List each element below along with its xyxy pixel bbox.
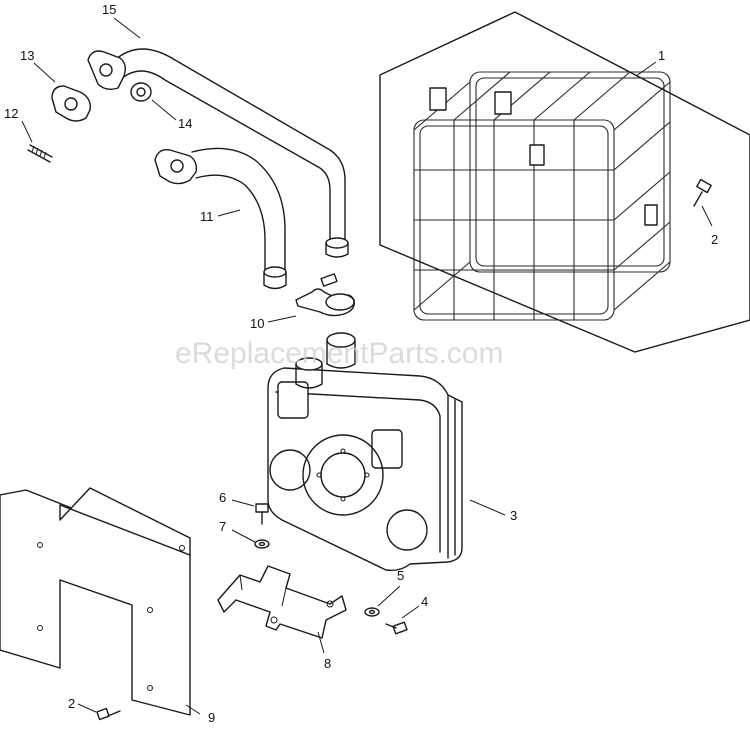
- callout-part-2-upper: 2: [711, 232, 718, 247]
- pipe-clamp: [295, 273, 355, 317]
- exhaust-pipe-long: [87, 48, 349, 258]
- callout-part-12: 12: [4, 106, 18, 121]
- callout-part-4: 4: [421, 594, 428, 609]
- watermark: eReplacementParts.com: [175, 337, 503, 370]
- exhaust-pipe-short: [154, 147, 287, 290]
- stud: [27, 144, 53, 163]
- callout-part-8: 8: [324, 656, 331, 671]
- wire-guard-assembly: [379, 11, 750, 353]
- washer-and-bolt: [364, 607, 408, 635]
- callout-part-9: 9: [208, 710, 215, 725]
- callout-part-15: 15: [102, 2, 116, 17]
- callout-labels: 1 2 2 3 4 5 6 7 8 9 10 11 12 13 14 15: [4, 2, 718, 725]
- heat-shield-plate: [0, 487, 191, 716]
- callout-part-11: 11: [200, 209, 214, 224]
- callout-part-2-lower: 2: [68, 696, 75, 711]
- exhaust-gasket: [51, 85, 91, 122]
- screw-lower: [96, 707, 121, 721]
- exhaust-washer: [130, 82, 152, 102]
- callout-part-5: 5: [397, 568, 404, 583]
- callout-part-10: 10: [250, 316, 264, 331]
- leader-lines: [21, 17, 713, 715]
- callout-part-7: 7: [219, 519, 226, 534]
- muffler: [267, 332, 463, 572]
- callout-part-6: 6: [219, 490, 226, 505]
- callout-part-13: 13: [20, 48, 34, 63]
- callout-part-1: 1: [658, 48, 665, 63]
- screw-and-washer: [254, 503, 270, 549]
- mounting-bracket: [217, 565, 347, 639]
- callout-part-3: 3: [510, 508, 517, 523]
- callout-part-14: 14: [178, 116, 192, 131]
- screw-upper: [693, 178, 712, 207]
